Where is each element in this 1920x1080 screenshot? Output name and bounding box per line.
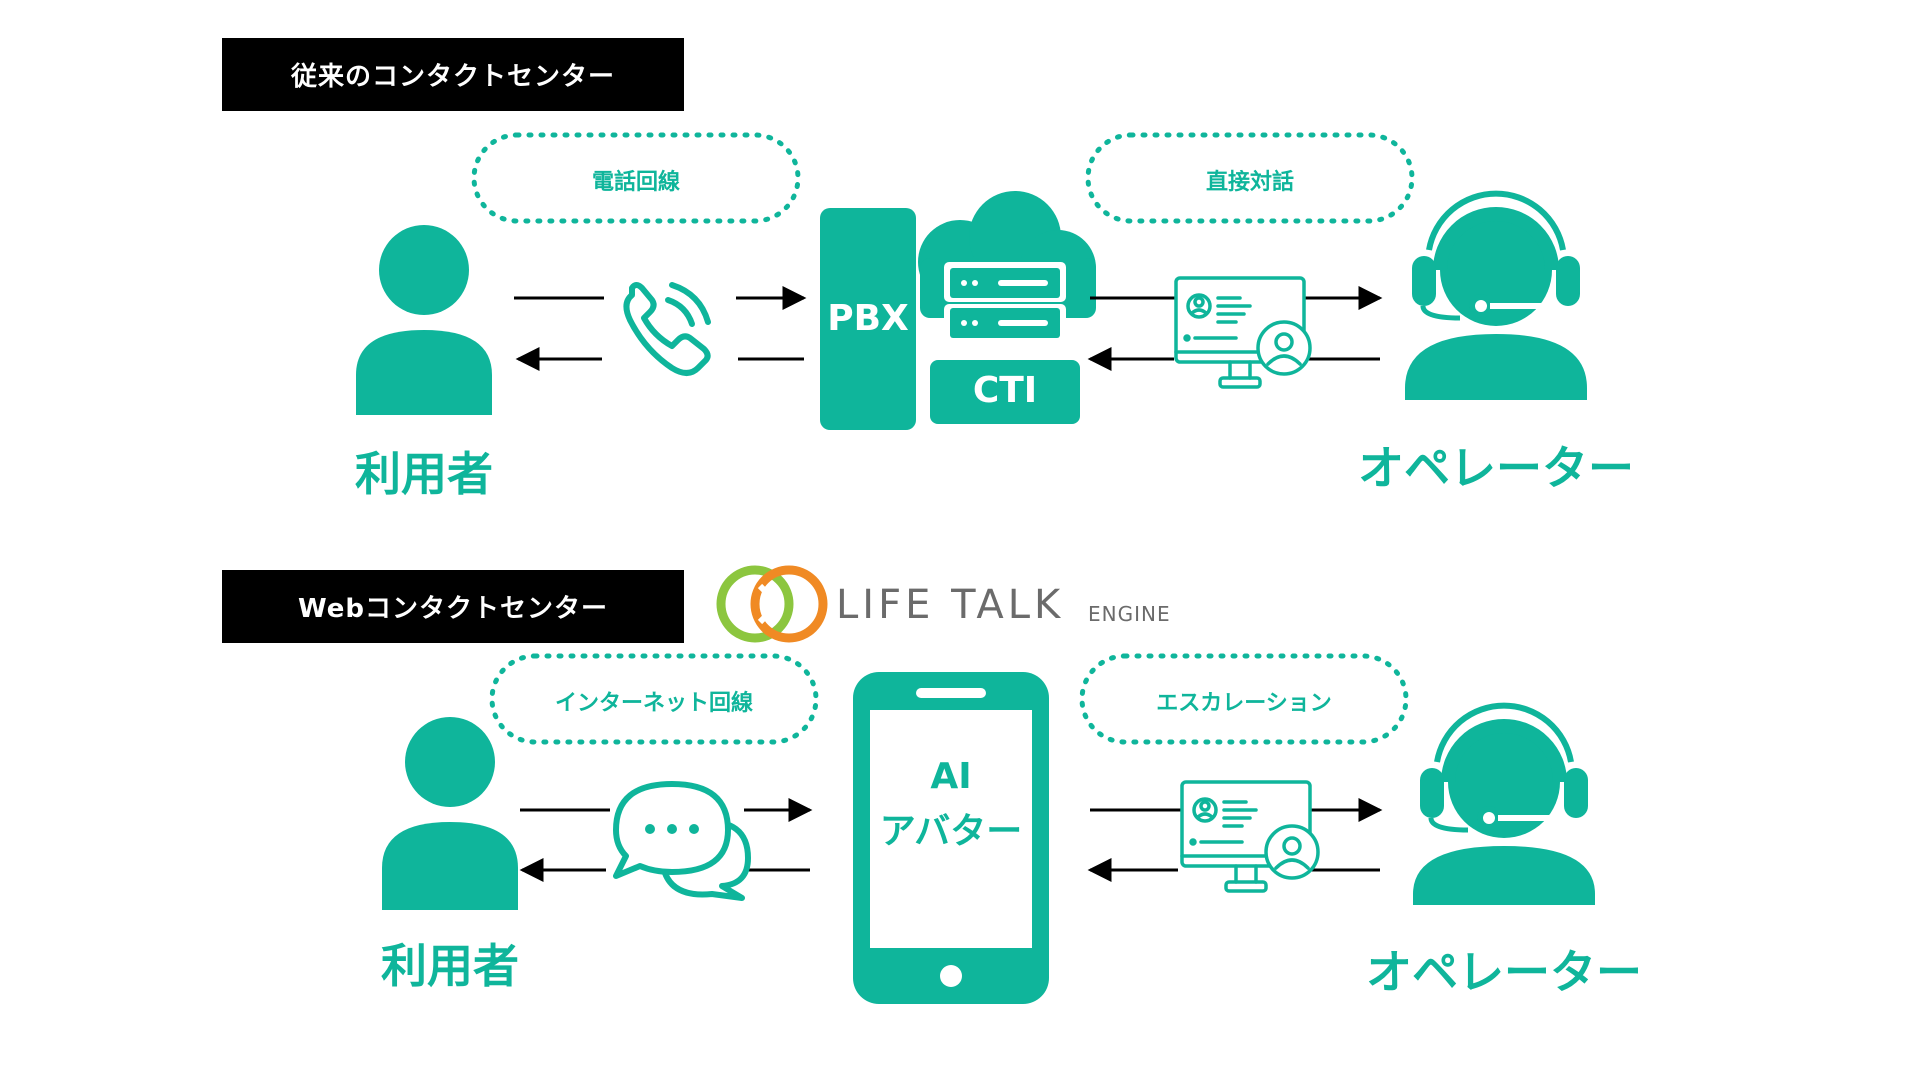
operator-label: オペレーター — [1358, 441, 1634, 495]
pbx-label: PBX — [827, 298, 909, 339]
pill-label-phone-line: 電話回線 — [591, 170, 680, 195]
section-title-web: Webコンタクトセンター — [222, 570, 684, 643]
chat-bubbles-icon — [613, 781, 751, 901]
user-label: 利用者 — [355, 447, 493, 501]
pill-direct-dialog — [1085, 132, 1415, 224]
smartphone-icon — [853, 672, 1049, 1004]
monitor-icon — [1174, 276, 1312, 389]
section-title-traditional: 従来のコンタクトセンター — [222, 38, 684, 111]
pill-label-escalation: エスカレーション — [1156, 691, 1332, 716]
device-label-ai: AI — [930, 756, 972, 797]
person-icon — [356, 225, 492, 415]
pill-label-internet-line: インターネット回線 — [554, 691, 753, 716]
pill-internet-line — [489, 653, 819, 745]
server-icon — [918, 191, 1096, 424]
logo-suffix: ENGINE — [1088, 602, 1171, 626]
person-icon — [382, 717, 518, 910]
phone-icon — [623, 282, 711, 376]
life-talk-logo-icon — [716, 565, 828, 643]
pill-phone-line — [471, 132, 801, 224]
monitor-icon — [1180, 780, 1320, 893]
pbx-box — [820, 208, 916, 430]
headset-operator-icon — [1413, 702, 1595, 905]
operator-label: オペレーター — [1366, 945, 1642, 999]
pill-escalation — [1079, 653, 1409, 745]
user-label: 利用者 — [381, 939, 519, 993]
cti-label: CTI — [972, 370, 1038, 411]
headset-operator-icon — [1405, 190, 1587, 400]
pill-label-direct-dialog: 直接対話 — [1205, 170, 1294, 195]
device-label-avatar: アバター — [879, 811, 1023, 852]
logo-name: LIFE TALK — [836, 582, 1065, 628]
